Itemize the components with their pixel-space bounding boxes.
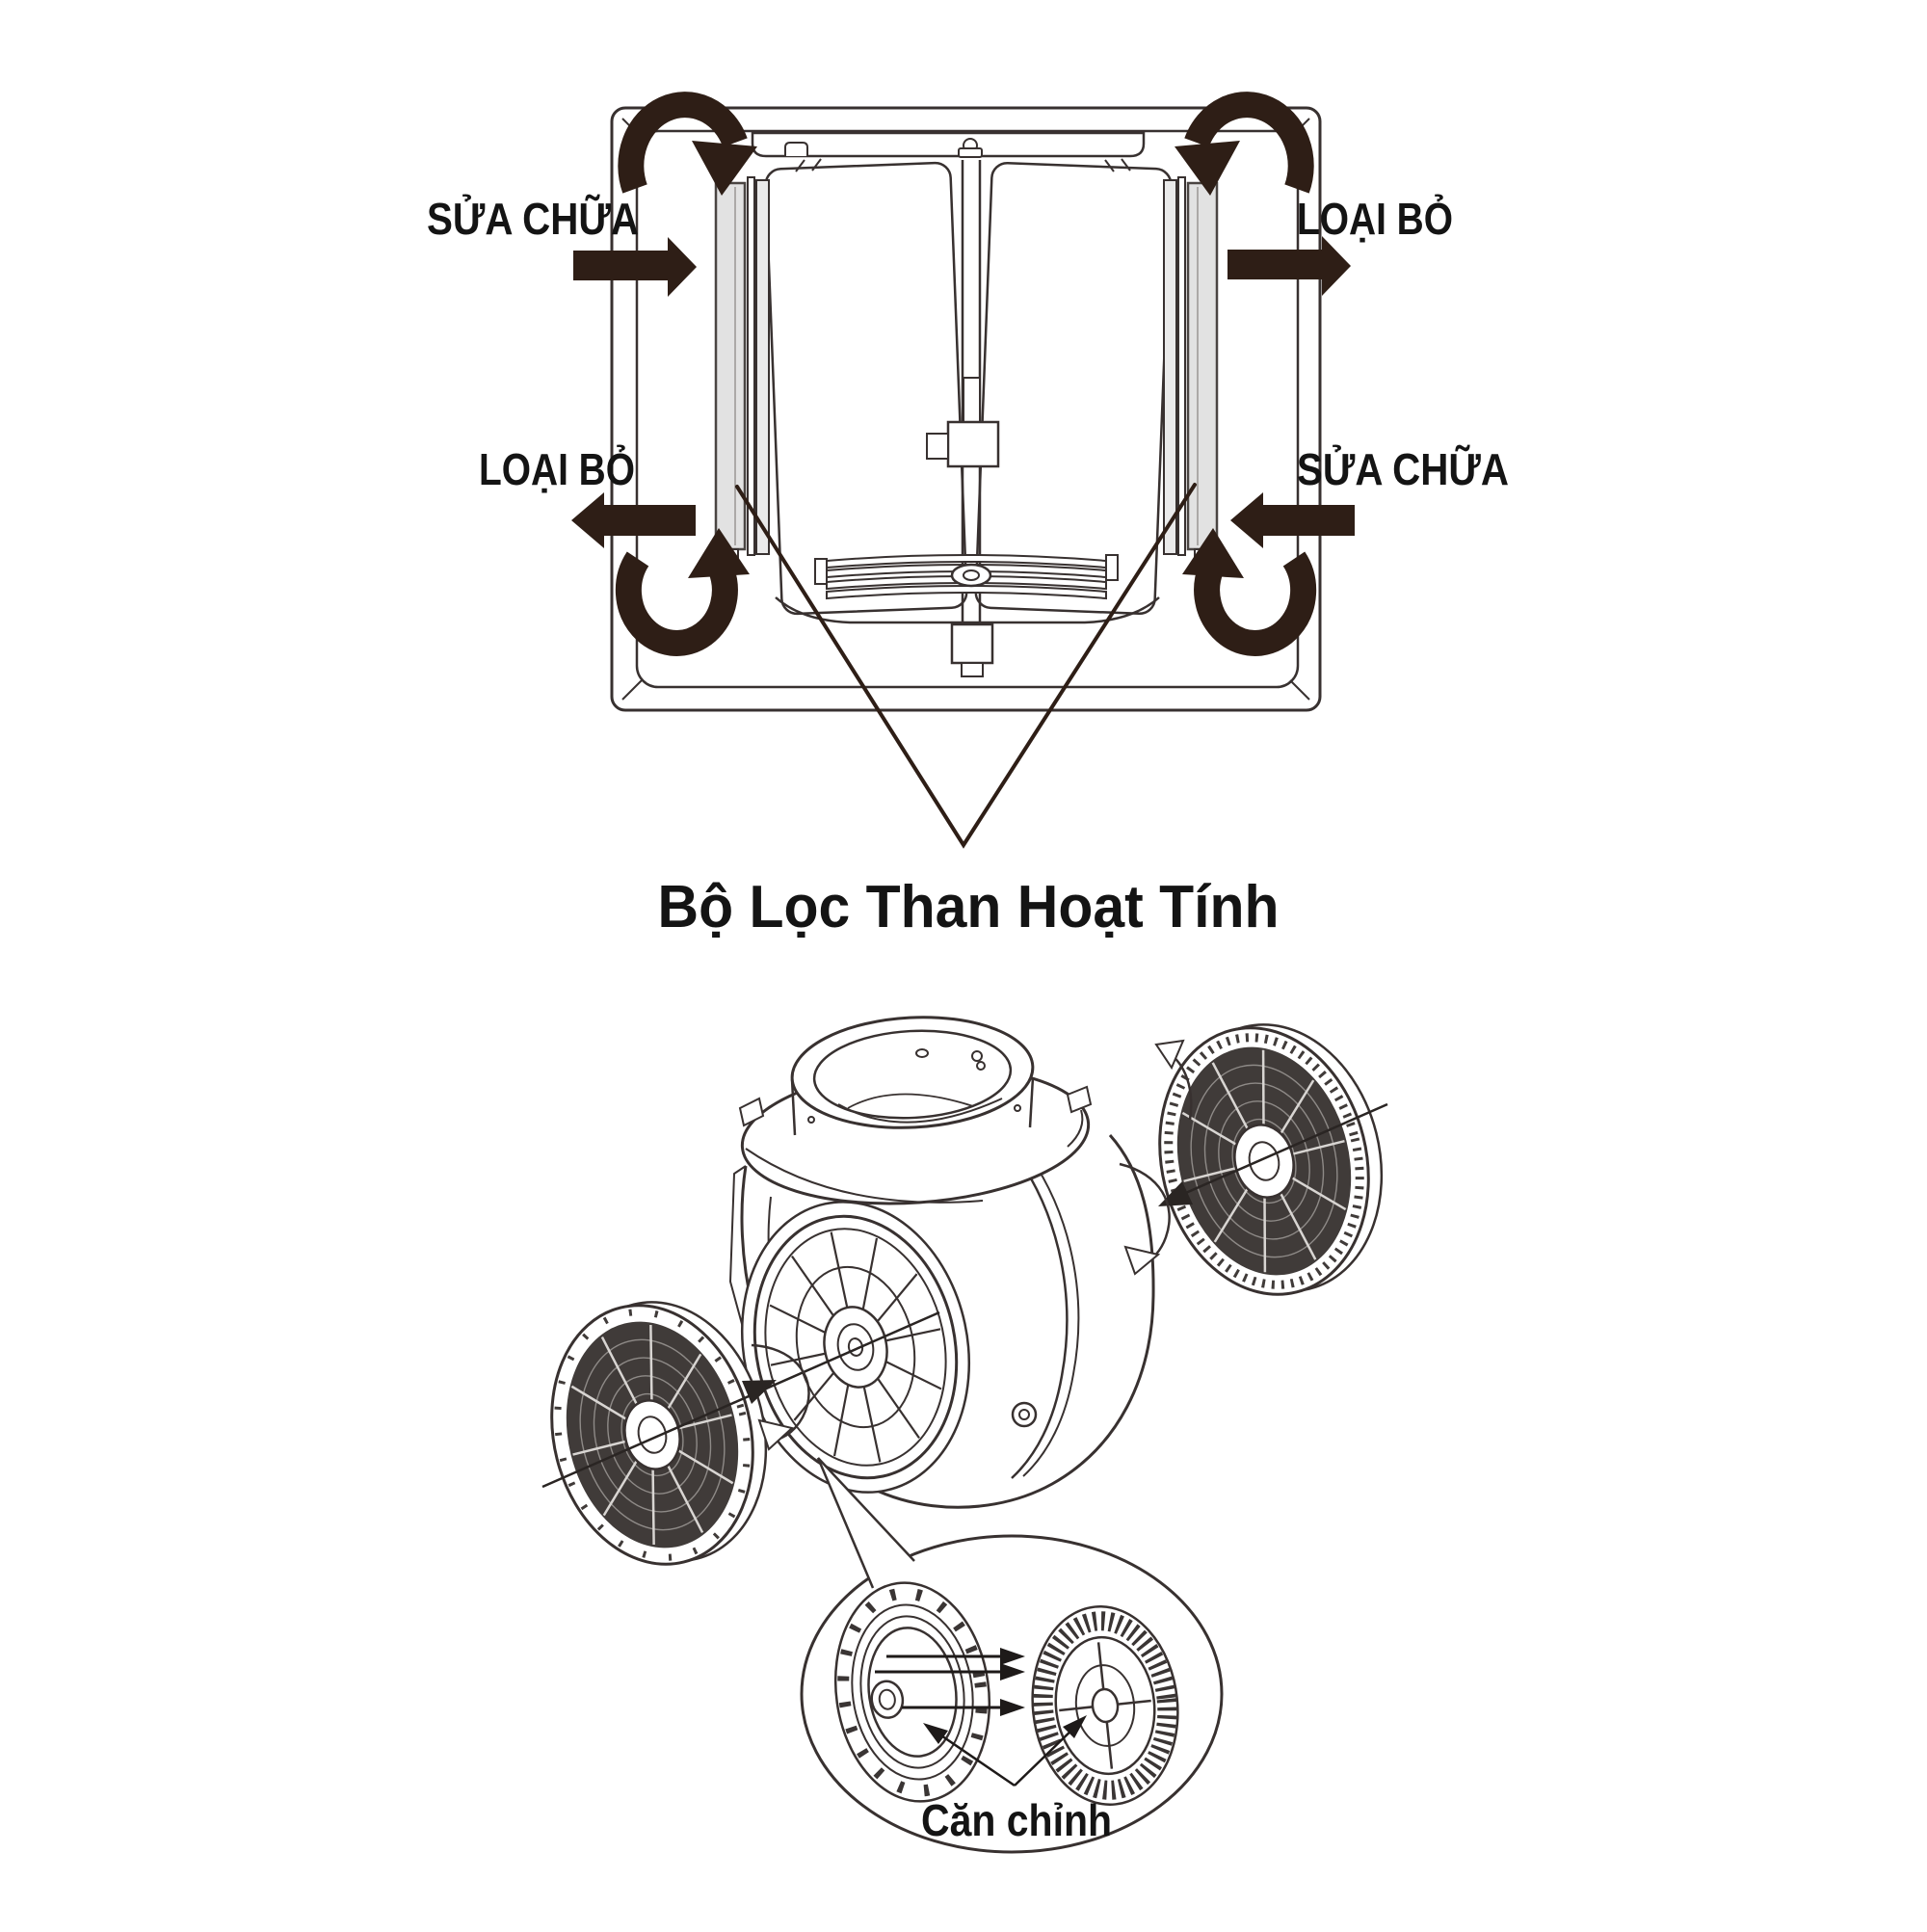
duct-collar (738, 1016, 1093, 1205)
panel-lock-icon (958, 147, 983, 158)
label-remove-top-right: LOẠI BỎ (1297, 194, 1453, 244)
detail-bubble (800, 1457, 1224, 1854)
panel-clip-icon (784, 142, 808, 156)
fan-face (740, 1201, 971, 1494)
collar-hole-icon (971, 1050, 983, 1062)
filter-segment-dividers (570, 1324, 734, 1546)
label-remove-bottom-left: LOẠI BỎ (479, 444, 635, 494)
label-repair-bottom-right: SỬA CHỮA (1297, 444, 1509, 494)
rotation-arrow-collar-icon (1154, 1039, 1193, 1121)
rotation-arrow-top-left-icon (618, 92, 757, 196)
round-filter-right (1158, 1023, 1384, 1296)
rotation-arrow-bottom-left-icon (615, 528, 750, 656)
frame-corner-joint (621, 679, 643, 701)
align-wheel-left (833, 1581, 991, 1803)
filter-leader-lines (735, 483, 1197, 849)
axis-arrow-left (541, 1310, 940, 1489)
top-mount-panel (751, 131, 1146, 158)
fan-spokes (769, 1231, 942, 1463)
bottom-slats (814, 554, 1119, 600)
round-filter-left (550, 1301, 768, 1566)
label-repair-top-left: SỬA CHỮA (427, 194, 639, 244)
insert-arrow-top-left-icon (573, 237, 697, 297)
hood-door-panels (764, 158, 1173, 624)
insert-arrow-bottom-right-icon (1230, 492, 1355, 548)
direction-arrows (571, 92, 1355, 849)
remove-arrow-bottom-left-icon (571, 492, 696, 548)
carbon-filter-left-panel (714, 176, 770, 562)
rotation-arrow-right-filter-icon (1119, 1162, 1171, 1276)
remove-arrow-top-right-icon (1227, 236, 1351, 296)
center-shaft (926, 160, 1000, 677)
rotation-arrow-top-right-icon (1175, 92, 1314, 196)
carbon-filter-right-panel (1163, 176, 1219, 562)
caption-carbon-filter: Bộ Lọc Than Hoạt Tính (658, 874, 1280, 940)
flange-tab (738, 1097, 765, 1127)
rotation-arrow-bottom-right-icon (1182, 528, 1317, 656)
housing-bolt-icon (1011, 1401, 1038, 1428)
frame-corner-joint (1289, 679, 1310, 701)
flange-tab (1066, 1085, 1093, 1114)
hood-top-view (610, 106, 1322, 712)
blower-exploded-view (541, 1016, 1388, 1854)
collar-hole-icon (976, 1061, 986, 1071)
collar-hole-icon (915, 1048, 929, 1058)
rotation-arrow-left-filter-icon (751, 1343, 810, 1451)
align-arrows (875, 1648, 1087, 1787)
caption-align: Căn chỉnh (921, 1795, 1112, 1845)
align-wheel-right (1031, 1605, 1179, 1806)
